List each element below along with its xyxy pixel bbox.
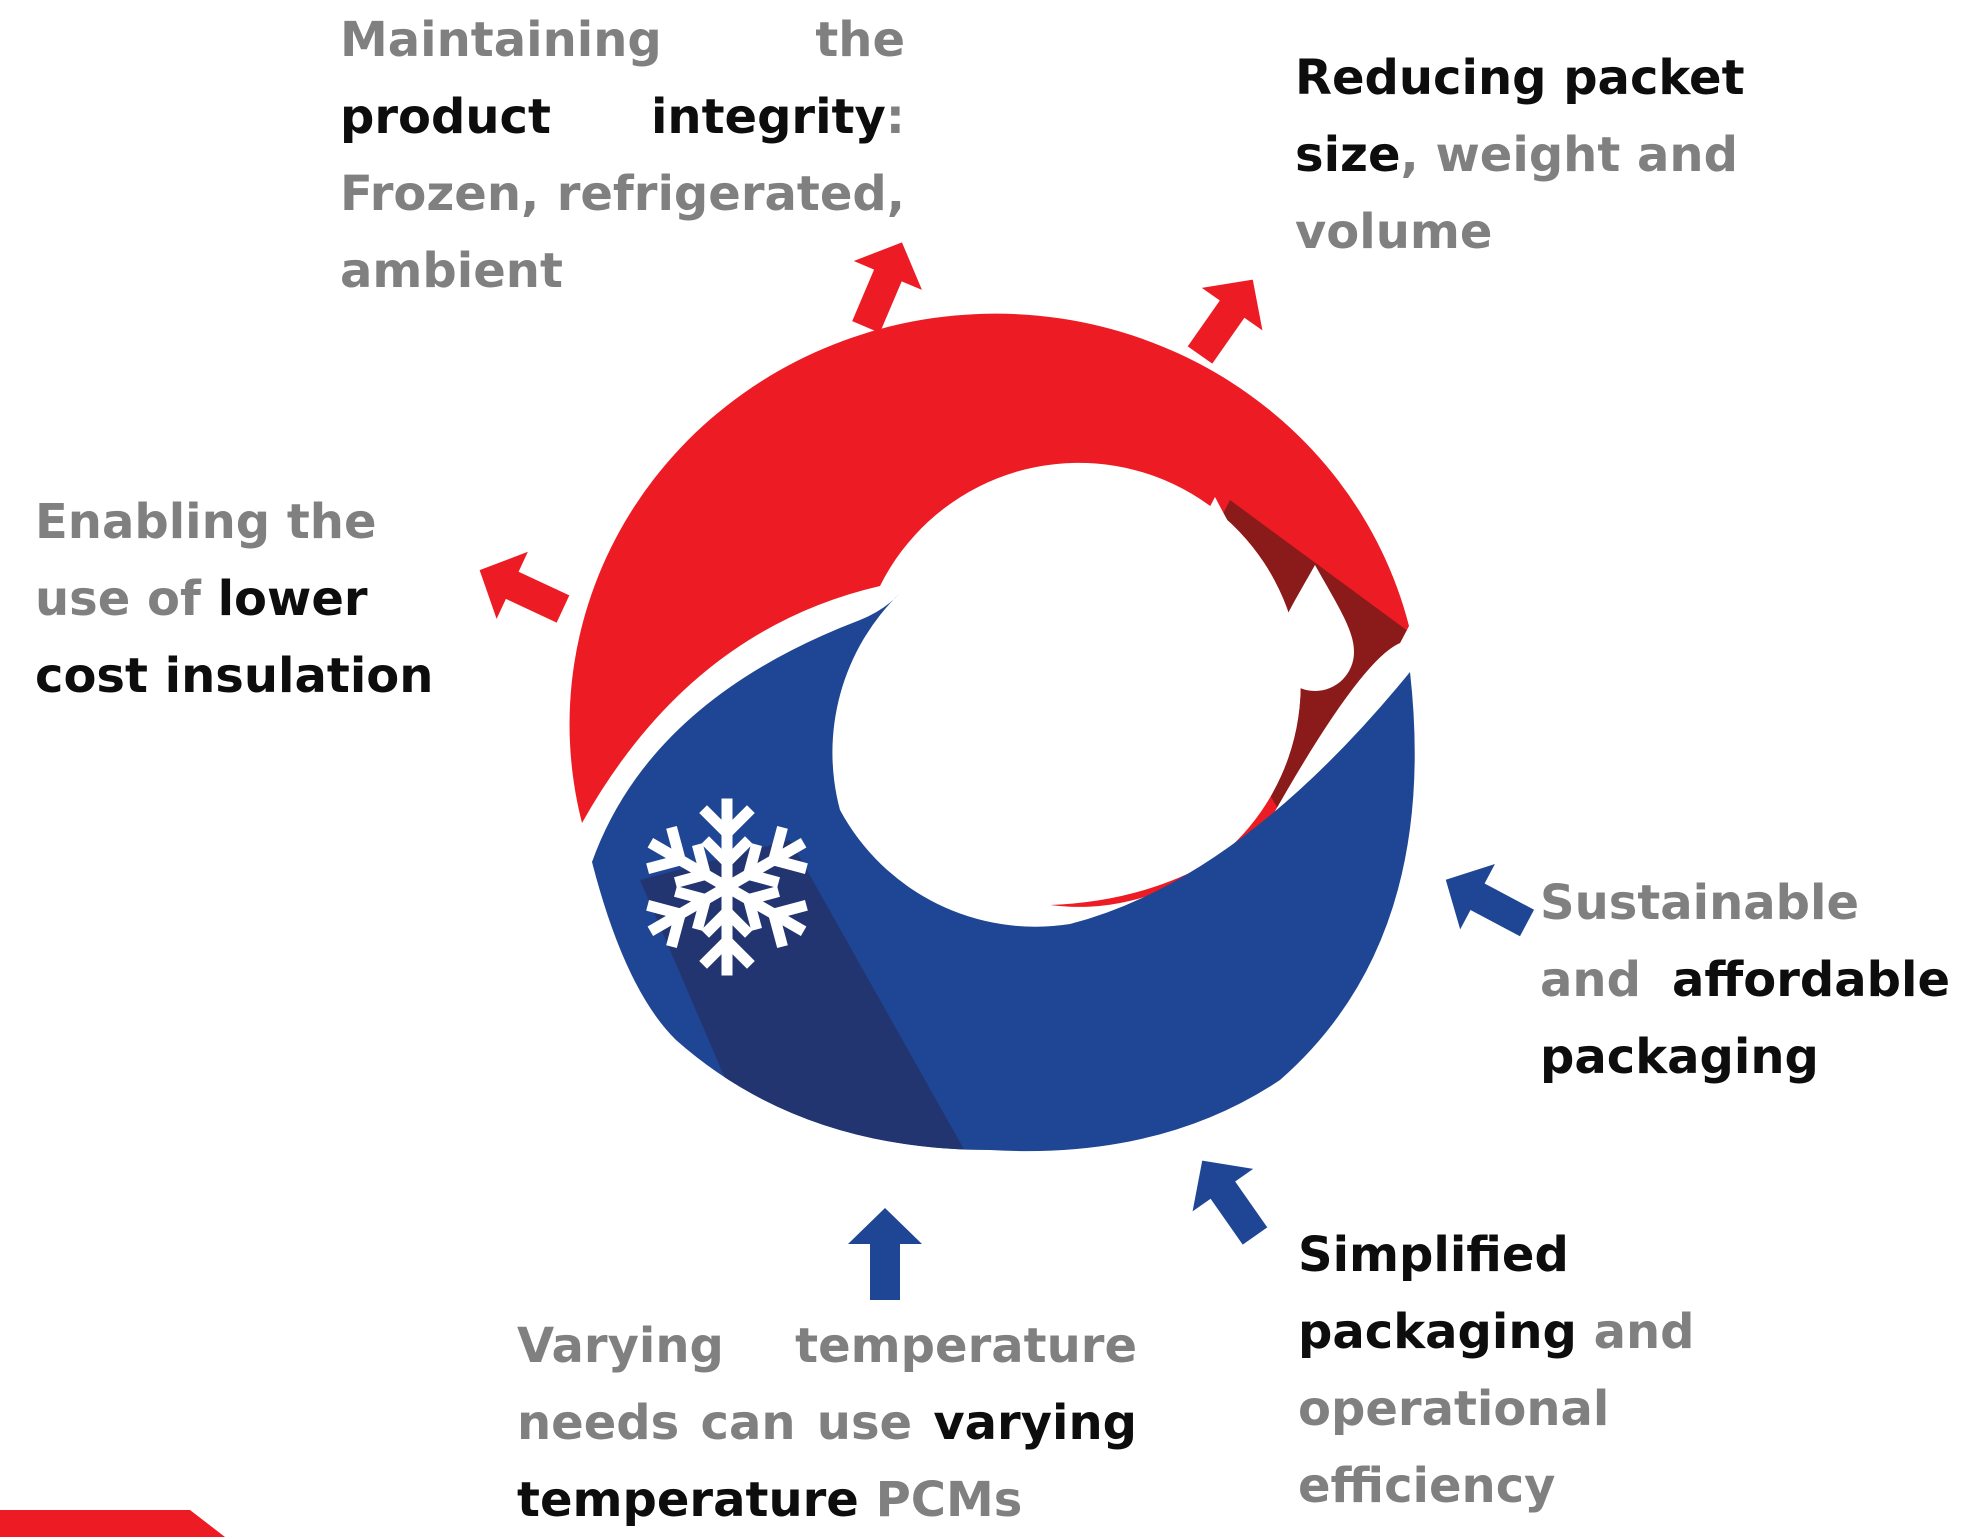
sustainable-intro: Sustainable and: [1540, 875, 1860, 1008]
snowflake-icon: [645, 798, 809, 970]
arrow-from-varying: [848, 1208, 922, 1300]
callout-packet-size: Reducing packet size, weight and volume: [1295, 40, 1775, 271]
product-integrity-colon: :: [885, 89, 905, 145]
water-drops-icon: [1172, 497, 1354, 770]
packet-size-detail: , weight and volume: [1295, 127, 1738, 260]
simplified-detail: and operational efficiency: [1298, 1304, 1695, 1514]
product-integrity-key: product integrity: [340, 89, 886, 145]
callout-insulation: Enabling the use of lower cost insulatio…: [35, 484, 455, 715]
callout-sustainable: Sustainable and affordable packaging: [1540, 865, 1950, 1096]
callout-product-integrity: Maintaining the product integrity: Froze…: [340, 2, 905, 310]
callout-simplified: Simplified packaging and operational eff…: [1298, 1217, 1728, 1525]
product-integrity-detail: Frozen, refrigerated, ambient: [340, 166, 905, 299]
product-integrity-intro: Maintaining the: [340, 12, 905, 68]
sustainable-key: affordable packaging: [1540, 952, 1950, 1085]
arrow-to-packet-size: [1187, 279, 1263, 364]
arrow-to-insulation: [479, 551, 570, 623]
corner-accent: [0, 1510, 225, 1537]
callout-varying: Varying temperature needs can use varyin…: [517, 1308, 1137, 1539]
arrow-from-simplified: [1192, 1160, 1268, 1245]
varying-detail: PCMs: [875, 1472, 1023, 1528]
arrow-to-product-integrity: [852, 242, 922, 333]
insulation-intro: Enabling the use of: [35, 494, 377, 627]
packet-size-key: Reducing packet size: [1295, 50, 1745, 183]
varying-intro: Varying temperature needs can use: [517, 1318, 1137, 1451]
arrow-from-sustainable: [1445, 864, 1535, 937]
varying-key: varying temperature: [517, 1395, 1137, 1528]
insulation-key: lower cost insulation: [35, 571, 434, 704]
simplified-key: Simplified packaging: [1298, 1227, 1577, 1360]
